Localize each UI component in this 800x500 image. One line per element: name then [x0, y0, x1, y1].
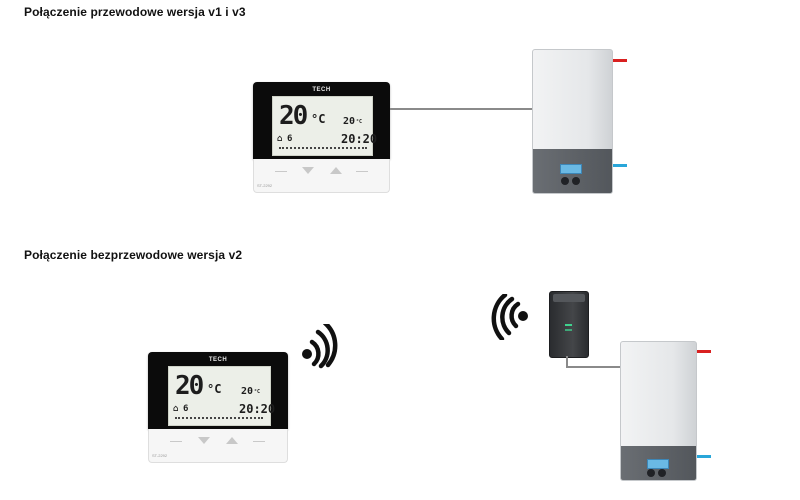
thermostat-screen: 20 °C 20 °C ⌂ 6 20:20 — [168, 366, 275, 426]
thermostat-day: 6 — [287, 134, 293, 144]
day-bar — [175, 417, 263, 421]
down-arrow-icon — [198, 437, 210, 444]
boiler-display — [647, 459, 669, 469]
thermostat-model: ST-2292 — [257, 183, 273, 188]
wireless-thermostat-icon: TECH 20 °C 20 °C ⌂ 6 20:20 ST-2292 — [148, 352, 288, 463]
wifi-signal-icon — [302, 324, 338, 369]
thermostat-set-unit: °C — [356, 119, 363, 125]
wired-thermostat-icon: TECH 20 °C 20 °C ⌂ 6 20:20 ST-2292 — [253, 82, 390, 193]
exit-button-line — [275, 171, 287, 172]
cold-pipe — [697, 455, 711, 458]
house-icon: ⌂ — [173, 404, 179, 414]
wireless-boiler-icon — [620, 341, 697, 481]
wireless-connection-title: Połączenie bezprzewodowe wersja v2 — [24, 248, 243, 262]
thermostat-time: 20:20 — [239, 402, 276, 416]
module-cable — [566, 356, 568, 368]
wired-boiler-icon — [532, 49, 613, 194]
thermostat-main-unit: °C — [207, 382, 222, 396]
thermostat-screen: 20 °C 20 °C ⌂ 6 20:20 — [272, 96, 377, 156]
up-arrow-icon — [226, 437, 238, 444]
thermostat-set-temperature: 20 — [241, 386, 254, 397]
wired-connection-title: Połączenie przewodowe wersja v1 i v3 — [24, 5, 246, 19]
menu-button-line — [253, 441, 265, 442]
hot-pipe — [697, 350, 711, 353]
thermostat-day: 6 — [183, 404, 189, 414]
thermostat-brand: TECH — [208, 357, 228, 363]
thermostat-main-temperature: 20 — [279, 101, 308, 131]
boiler-display — [560, 164, 582, 174]
thermostat-time: 20:20 — [341, 132, 378, 146]
module-led — [565, 329, 572, 331]
thermostat-set-temperature: 20 — [343, 116, 356, 127]
thermostat-main-temperature: 20 — [175, 371, 204, 401]
up-arrow-icon — [330, 167, 342, 174]
thermostat-main-unit: °C — [311, 112, 326, 126]
thermostat-brand: TECH — [312, 87, 331, 93]
thermostat-model: ST-2292 — [152, 453, 168, 458]
module-cable — [566, 366, 621, 368]
boiler-knob-right — [572, 177, 580, 185]
module-led — [565, 324, 572, 326]
menu-button-line — [356, 171, 368, 172]
exit-button-line — [170, 441, 182, 442]
boiler-knob-left — [561, 177, 569, 185]
wireless-module-icon — [549, 291, 589, 358]
house-icon: ⌂ — [277, 134, 283, 144]
hot-pipe — [613, 59, 627, 62]
boiler-knob-right — [658, 469, 666, 477]
thermostat-set-unit: °C — [254, 389, 261, 395]
day-bar — [279, 147, 367, 151]
wired-connection-cable — [390, 108, 532, 110]
boiler-knob-left — [647, 469, 655, 477]
down-arrow-icon — [302, 167, 314, 174]
wifi-signal-icon — [491, 294, 528, 340]
cold-pipe — [613, 164, 627, 167]
